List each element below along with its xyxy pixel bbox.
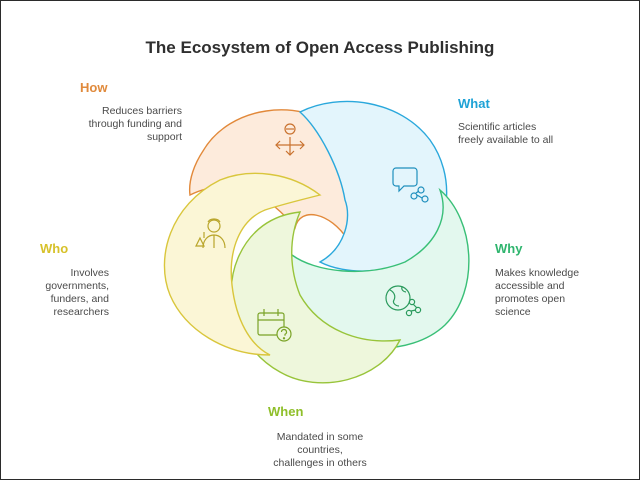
what-label: What xyxy=(458,96,490,111)
how-desc-line: Reduces barriers xyxy=(102,105,182,117)
globe-network-icon xyxy=(385,285,422,317)
why-desc-line: accessible and xyxy=(495,280,565,292)
when-description: Mandated in some countries, challenges i… xyxy=(250,431,390,470)
what-description: Scientific articles freely available to … xyxy=(458,121,628,147)
what-desc-line: Scientific articles xyxy=(458,121,537,133)
page-title: The Ecosystem of Open Access Publishing xyxy=(145,38,495,57)
why-description: Makes knowledge accessible and promotes … xyxy=(495,267,625,319)
who-desc-line: governments, xyxy=(45,280,109,292)
who-petal xyxy=(163,172,322,356)
how-label: How xyxy=(80,80,108,95)
what-desc-line: freely available to all xyxy=(458,134,554,146)
who-description: Involves governments, funders, and resea… xyxy=(20,267,109,319)
how-desc-line: through funding and xyxy=(88,118,182,130)
why-desc-line: science xyxy=(495,306,531,318)
why-desc-line: promotes open xyxy=(495,293,566,305)
who-desc-line: Involves xyxy=(70,267,109,279)
scientist-icon xyxy=(195,218,226,249)
when-desc-line: countries, xyxy=(297,444,343,456)
who-label: Who xyxy=(40,241,69,256)
when-desc-line: Mandated in some xyxy=(276,431,364,443)
person-arrows-icon xyxy=(275,123,305,156)
how-desc-line: support xyxy=(146,131,182,143)
who-desc-line: researchers xyxy=(53,306,109,318)
when-label: When xyxy=(268,404,304,419)
how-description: Reduces barriers through funding and sup… xyxy=(30,105,182,144)
why-desc-line: Makes knowledge xyxy=(495,267,580,279)
calendar-question-icon xyxy=(257,309,292,342)
why-label: Why xyxy=(495,241,523,256)
when-petal xyxy=(230,211,402,384)
chat-network-icon xyxy=(392,167,429,203)
who-desc-line: funders, and xyxy=(50,293,109,305)
when-desc-line: challenges in others xyxy=(273,457,367,469)
